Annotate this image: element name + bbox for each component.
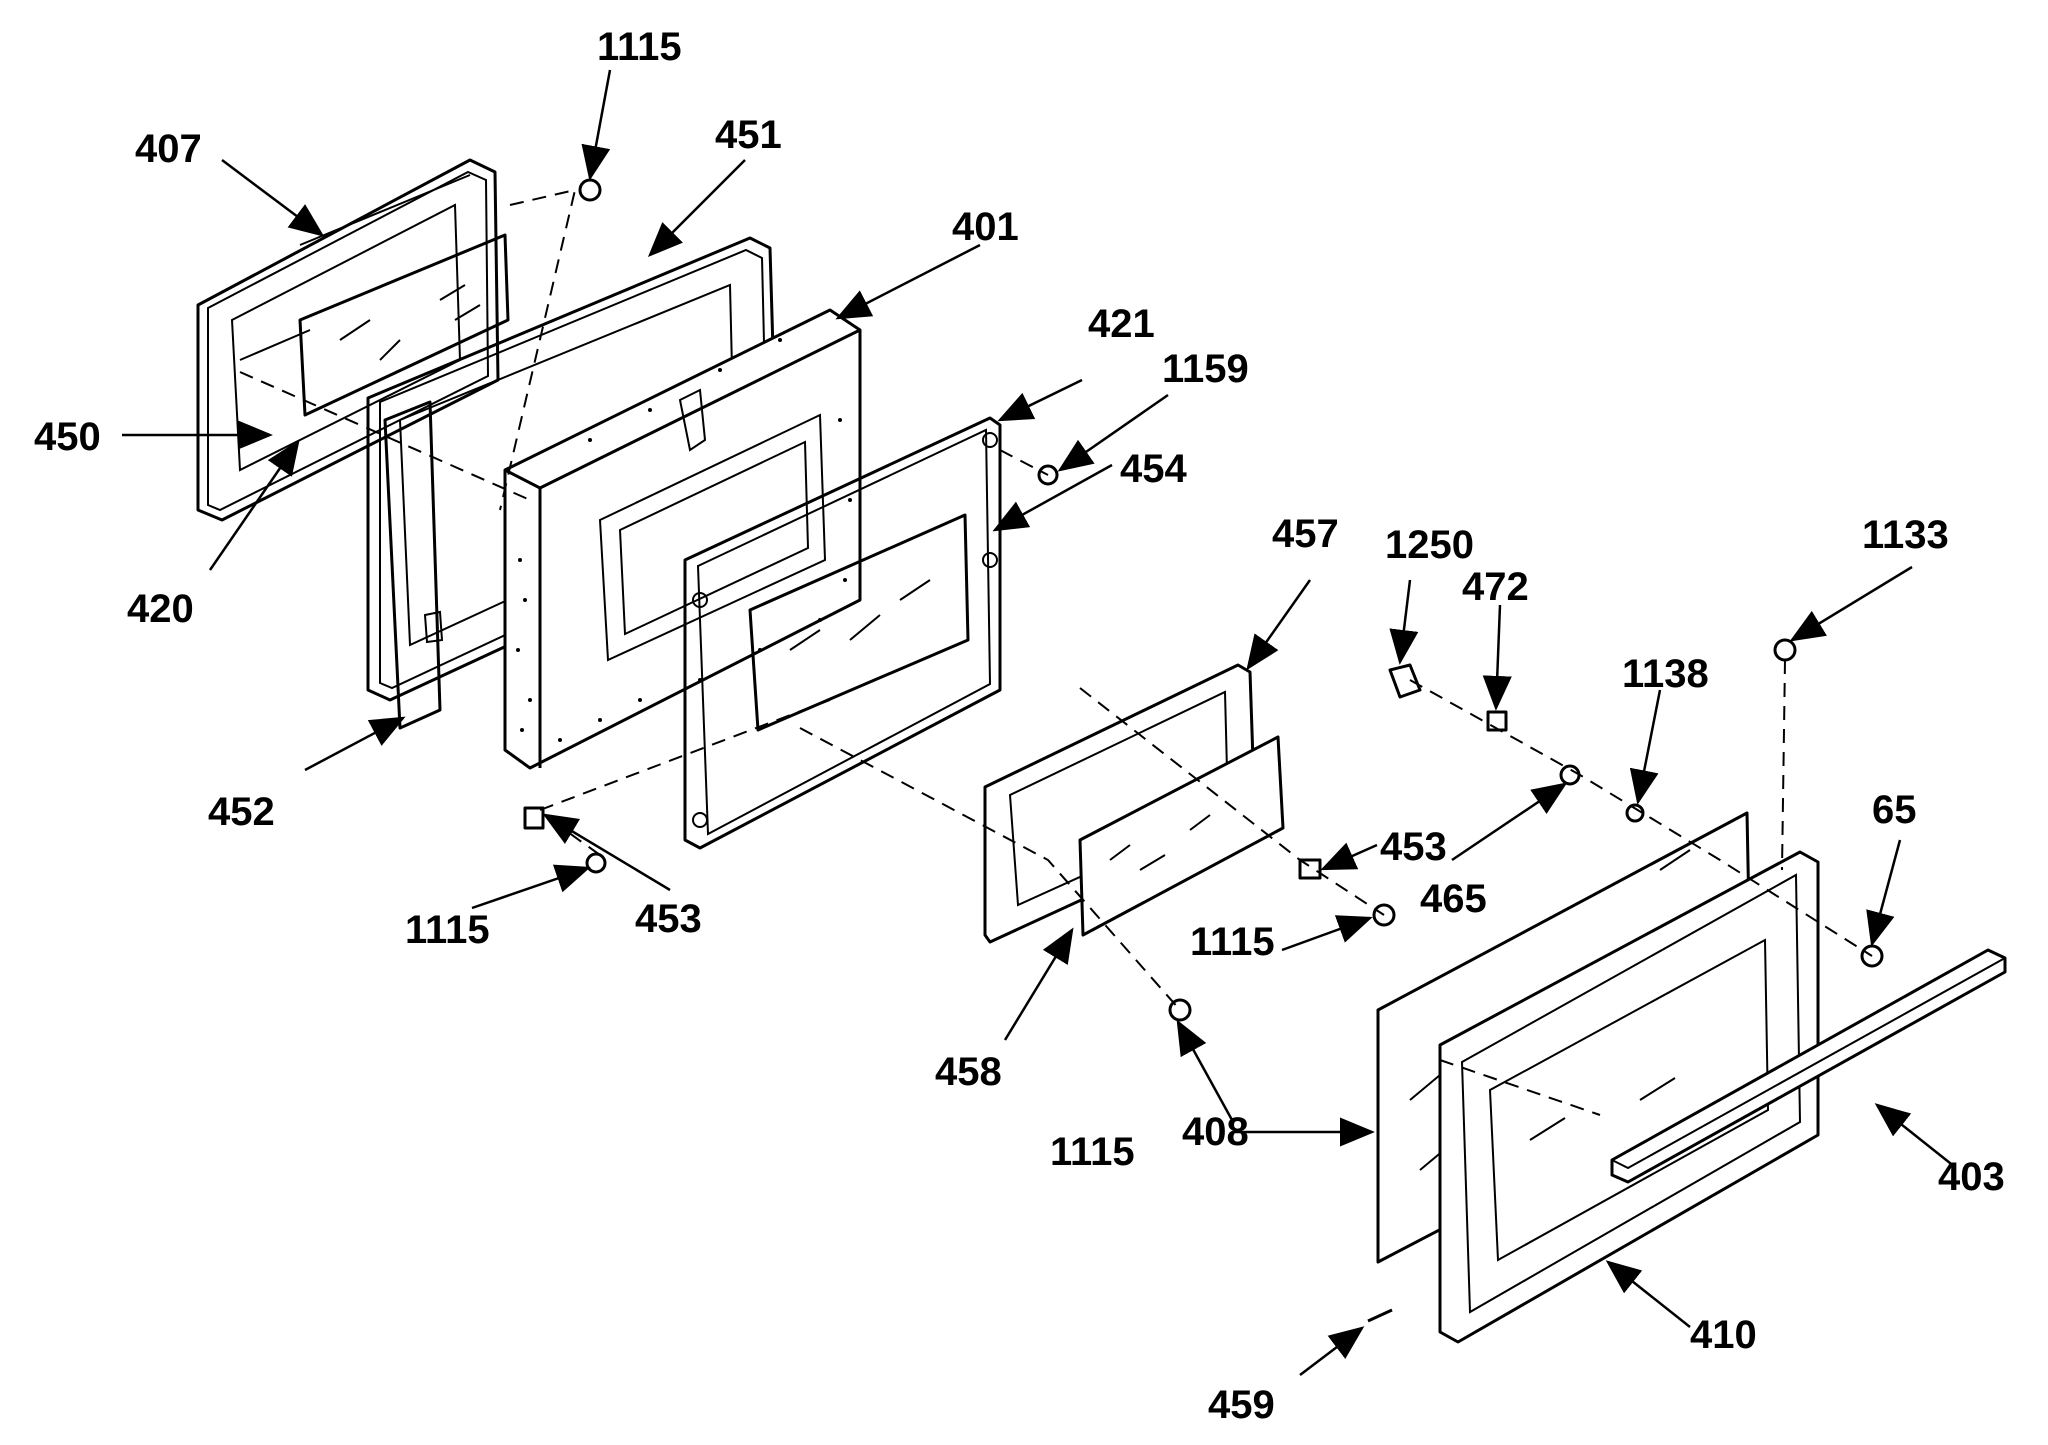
hardware-pieces — [523, 178, 1884, 1323]
label-401: 401 — [952, 205, 1019, 249]
screw-1133 — [1773, 638, 1797, 662]
label-420: 420 — [127, 587, 194, 631]
label-1115-top: 1115 — [597, 25, 682, 69]
label-1138: 1138 — [1622, 652, 1709, 696]
label-408: 408 — [1182, 1110, 1249, 1154]
label-1133: 1133 — [1862, 513, 1949, 557]
label-452: 452 — [208, 790, 275, 834]
screw-1115-left — [585, 852, 607, 874]
part-452-inner-frame — [383, 400, 444, 730]
washer-1138 — [1625, 803, 1645, 823]
part-421-inner-panel — [683, 416, 1002, 850]
label-453-left: 453 — [635, 897, 702, 941]
bumper-1250 — [1388, 663, 1422, 699]
part-410-door-frame — [1438, 850, 1820, 1344]
part-458-glass — [1078, 735, 1285, 937]
label-403: 403 — [1938, 1155, 2005, 1199]
screw-1115-mid — [1372, 903, 1396, 927]
label-1250: 1250 — [1385, 523, 1474, 567]
part-403-handle — [1610, 948, 2007, 1184]
nut-1159 — [1037, 464, 1059, 486]
label-1159: 1159 — [1162, 347, 1249, 391]
label-1115-left: 1115 — [405, 908, 490, 952]
label-451: 451 — [715, 113, 782, 157]
label-454: 454 — [1120, 447, 1187, 491]
leader-arrows — [122, 69, 1956, 1376]
label-457: 457 — [1272, 512, 1339, 556]
plate-472 — [1486, 710, 1508, 732]
label-465: 465 — [1420, 877, 1487, 921]
part-420-glass — [298, 233, 510, 417]
label-1115-bottom: 1115 — [1050, 1130, 1135, 1174]
pin-459 — [1367, 1308, 1393, 1323]
spacer-465 — [1559, 764, 1581, 786]
label-65: 65 — [1872, 788, 1917, 832]
clip-453-left — [523, 806, 545, 830]
label-407: 407 — [135, 127, 202, 171]
assembly-lines — [239, 188, 1873, 1116]
label-472: 472 — [1462, 565, 1529, 609]
label-410: 410 — [1690, 1313, 1757, 1357]
label-453-right: 453 — [1380, 825, 1447, 869]
label-450: 450 — [34, 415, 101, 459]
label-1115-mid: 1115 — [1190, 920, 1275, 964]
part-labels: 1115 451 407 401 421 1159 450 454 420 45… — [34, 25, 2005, 1427]
part-401-insulation — [503, 308, 862, 770]
clip-453-right — [1298, 858, 1322, 880]
label-421: 421 — [1088, 302, 1155, 346]
screw-1115-top — [578, 178, 602, 202]
label-459: 459 — [1208, 1383, 1275, 1427]
label-458: 458 — [935, 1050, 1002, 1094]
